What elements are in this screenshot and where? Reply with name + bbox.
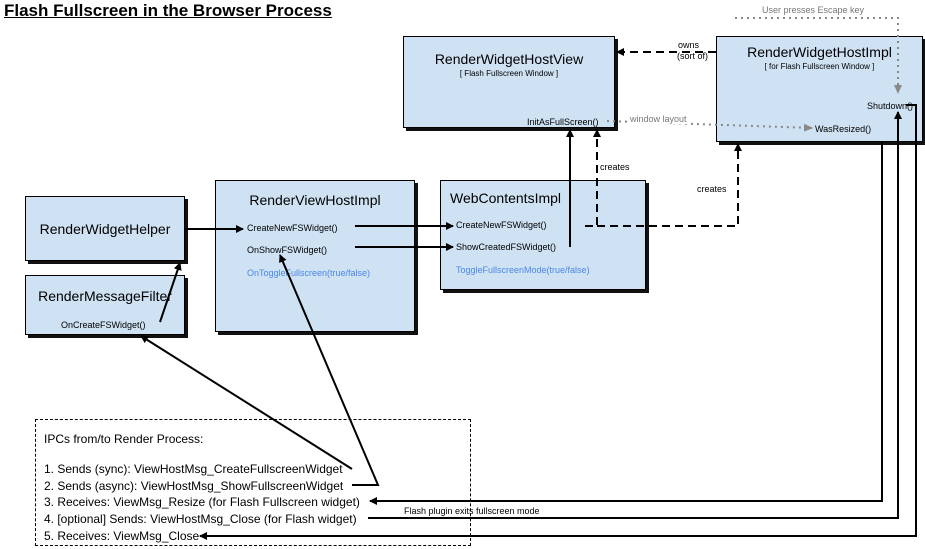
ipc-close-arrow: [368, 111, 902, 519]
box-title: RenderMessageFilter: [38, 288, 172, 304]
viewmsg-close-arrow: [199, 104, 917, 540]
label-owns: owns: [678, 40, 700, 50]
ipc-resize-arrow: [369, 142, 883, 505]
box-title: WebContentsImpl: [450, 190, 562, 206]
ipc-show-arrow: [279, 254, 380, 486]
box-title: RenderViewHostImpl: [249, 192, 381, 208]
label-flash-exits: Flash plugin exits fullscreen mode: [404, 506, 540, 516]
creates-rwhv-arrow: [585, 129, 601, 227]
ipc-item: 5. Receives: ViewMsg_Close: [44, 529, 200, 543]
render-view-host-impl-box: RenderViewHostImpl CreateNewFSWidget() O…: [215, 180, 415, 332]
method-init-as-fullscreen: InitAsFullScreen(): [527, 117, 599, 127]
method-on-create-fs-widget: OnCreateFSWidget(): [61, 320, 146, 330]
method-create-new-fs-widget: CreateNewFSWidget(): [456, 220, 547, 230]
method-create-new-fs-widget: CreateNewFSWidget(): [247, 223, 338, 233]
method-was-resized: WasResized(): [815, 124, 872, 134]
ipc-create-arrow: [140, 335, 353, 470]
render-message-filter-box: RenderMessageFilter OnCreateFSWidget(): [25, 275, 185, 335]
ipc-item: 3. Receives: ViewMsg_Resize (for Flash F…: [44, 495, 360, 509]
box-title: RenderWidgetHostView: [434, 51, 584, 67]
method-on-toggle-fullscreen: OnToggleFullscreen(true/false): [247, 268, 371, 278]
render-widget-helper-box: RenderWidgetHelper: [25, 196, 185, 261]
filter-to-helper-arrow: [159, 262, 182, 323]
diagram-title: Flash Fullscreen in the Browser Process: [4, 1, 332, 20]
box-subtitle: [ Flash Fullscreen Window ]: [459, 69, 559, 78]
label-creates: creates: [600, 162, 630, 172]
ipc-item: 1. Sends (sync): ViewHostMsg_CreateFulls…: [44, 462, 343, 476]
label-window-layout: window layout: [630, 114, 687, 124]
escape-arrow: [735, 17, 902, 94]
ipc-legend-box: [35, 419, 471, 546]
ipc-item: 4. [optional] Sends: ViewHostMsg_Close (…: [44, 512, 357, 526]
render-widget-host-view-box: RenderWidgetHostView [ Flash Fullscreen …: [403, 36, 615, 128]
label-escape-key: User presses Escape key: [762, 5, 865, 15]
label-sort-of: (sort of): [677, 51, 709, 61]
ipc-item: 2. Sends (async): ViewHostMsg_ShowFullsc…: [44, 479, 344, 493]
creates-rwhi-arrow: [597, 143, 742, 227]
method-show-created-fs-widget: ShowCreatedFSWidget(): [456, 242, 557, 252]
method-toggle-fullscreen-mode: ToggleFullscreenMode(true/false): [456, 265, 590, 275]
box-subtitle: [ for Flash Fullscreen Window ]: [764, 62, 875, 71]
window-layout-arrow: [606, 120, 813, 132]
web-contents-impl-box: WebContentsImpl CreateNewFSWidget() Show…: [440, 180, 646, 290]
ipc-heading: IPCs from/to Render Process:: [44, 432, 204, 446]
box-title: RenderWidgetHelper: [39, 221, 171, 237]
method-on-show-fs-widget: OnShowFSWidget(): [247, 245, 328, 255]
label-creates: creates: [697, 184, 727, 194]
render-widget-host-impl-box: RenderWidgetHostImpl [ for Flash Fullscr…: [716, 36, 923, 142]
box-title: RenderWidgetHostImpl: [747, 44, 892, 60]
method-shutdown: Shutdown(): [867, 101, 914, 111]
